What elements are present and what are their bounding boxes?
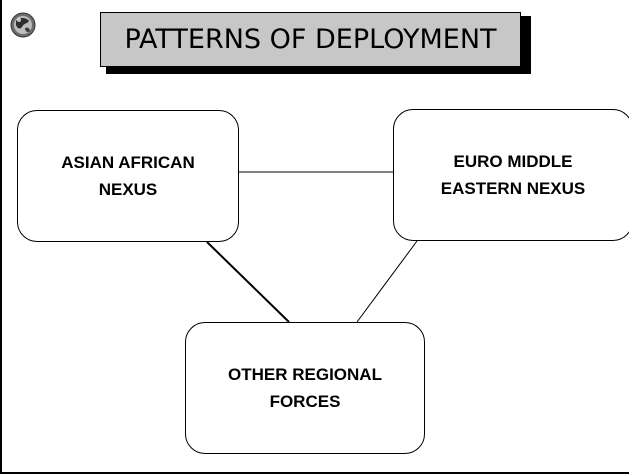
node-line: OTHER REGIONAL <box>228 365 382 384</box>
node-line: EASTERN NEXUS <box>440 179 586 198</box>
node-euro-middle-eastern-nexus: EURO MIDDLE EASTERN NEXUS <box>393 109 629 241</box>
node-line: EURO MIDDLE <box>453 152 573 171</box>
node-label: EURO MIDDLE EASTERN NEXUS <box>441 148 586 202</box>
node-line: NEXUS <box>98 180 158 199</box>
page-title: PATTERNS OF DEPLOYMENT <box>124 24 497 55</box>
node-label: OTHER REGIONAL FORCES <box>228 361 382 415</box>
connector-euro-other <box>356 240 418 323</box>
globe-icon <box>10 12 36 38</box>
node-other-regional-forces: OTHER REGIONAL FORCES <box>185 322 425 454</box>
title-box: PATTERNS OF DEPLOYMENT <box>100 12 521 67</box>
node-label: ASIAN AFRICAN NEXUS <box>61 149 194 203</box>
node-line: ASIAN AFRICAN <box>61 153 195 172</box>
connector-asian-other <box>206 241 290 323</box>
node-line: FORCES <box>269 392 341 411</box>
node-asian-african-nexus: ASIAN AFRICAN NEXUS <box>17 110 239 242</box>
